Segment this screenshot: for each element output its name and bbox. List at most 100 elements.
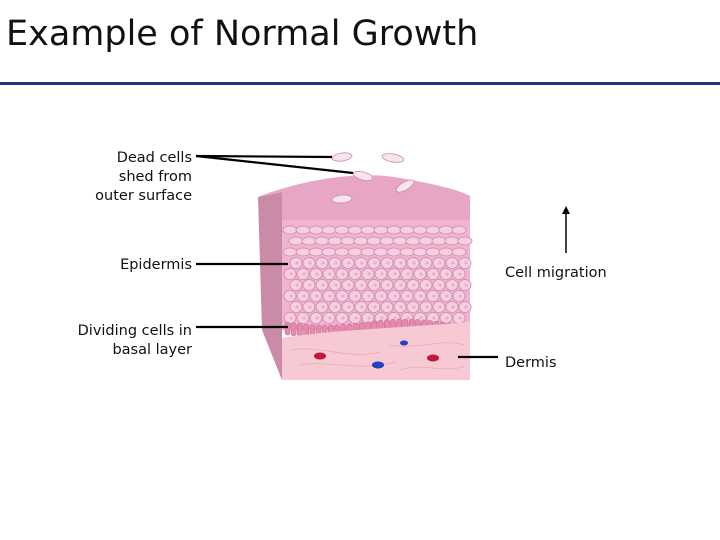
cell-nucleus <box>451 261 455 265</box>
cell-nucleus <box>295 261 299 265</box>
cell-nucleus <box>360 283 364 287</box>
leader-line-dead-cells <box>195 154 333 159</box>
cell-nucleus <box>458 272 462 276</box>
label-dividing-cells: Dividing cells in basal layer <box>77 323 192 358</box>
epidermal-cell <box>399 225 415 235</box>
cell-nucleus <box>425 305 429 309</box>
cell-nucleus <box>367 272 371 276</box>
cell-nucleus <box>360 261 364 265</box>
epidermal-cell <box>373 225 389 235</box>
cell-nucleus <box>308 283 312 287</box>
blue-blood-cell <box>372 361 384 369</box>
cell-nucleus <box>464 283 468 287</box>
epidermal-cell <box>308 247 324 257</box>
cell-nucleus <box>451 283 455 287</box>
cell-nucleus <box>373 283 377 287</box>
cell-nucleus <box>295 283 299 287</box>
cell-nucleus <box>373 305 377 309</box>
cell-nucleus <box>393 316 397 320</box>
cell-nucleus <box>386 283 390 287</box>
cell-nucleus <box>419 316 423 320</box>
cell-nucleus <box>380 294 384 298</box>
cell-nucleus <box>373 261 377 265</box>
cell-nucleus <box>367 294 371 298</box>
cell-nucleus <box>295 305 299 309</box>
cell-nucleus <box>321 283 325 287</box>
epidermal-cell <box>431 236 447 246</box>
epidermal-cell <box>373 247 389 257</box>
basal-cell <box>297 323 303 337</box>
epidermal-cell <box>451 225 467 235</box>
epidermal-cell <box>347 247 363 257</box>
epidermal-cell <box>425 225 441 235</box>
epidermal-cell <box>295 247 311 257</box>
cell-nucleus <box>308 305 312 309</box>
cell-nucleus <box>302 272 306 276</box>
cell-nucleus <box>289 316 293 320</box>
cell-nucleus <box>419 294 423 298</box>
epidermal-cell <box>314 236 330 246</box>
shed-dead-cells <box>331 152 415 204</box>
cell-nucleus <box>367 316 371 320</box>
epidermal-cell <box>399 247 415 257</box>
cell-nucleus <box>328 294 332 298</box>
epidermal-cell <box>282 247 298 257</box>
epidermal-cell <box>438 247 454 257</box>
epidermal-cell <box>457 236 473 246</box>
cell-nucleus <box>341 294 345 298</box>
cell-nucleus <box>347 283 351 287</box>
epidermal-cell <box>347 225 363 235</box>
dermis-fibers <box>289 342 466 371</box>
tissue-side-face <box>258 192 282 380</box>
cell-nucleus <box>432 272 436 276</box>
blue-blood-cell <box>400 340 408 346</box>
cell-nucleus <box>315 272 319 276</box>
cell-nucleus <box>308 261 312 265</box>
cell-nucleus <box>328 272 332 276</box>
cell-nucleus <box>380 316 384 320</box>
cell-nucleus <box>438 261 442 265</box>
cell-nucleus <box>321 261 325 265</box>
epidermal-cell <box>379 236 395 246</box>
label-dermis: Dermis <box>505 355 557 371</box>
cell-nucleus <box>445 294 449 298</box>
dermis-layer <box>282 322 470 380</box>
cell-nucleus <box>386 305 390 309</box>
cell-nucleus <box>341 272 345 276</box>
cell-nucleus <box>425 283 429 287</box>
epidermal-cell <box>295 225 311 235</box>
cell-nucleus <box>412 283 416 287</box>
cell-nucleus <box>445 316 449 320</box>
cell-nucleus <box>315 294 319 298</box>
epidermal-cell <box>282 225 298 235</box>
epidermal-cell <box>386 225 402 235</box>
cell-nucleus <box>334 261 338 265</box>
epidermal-cell <box>334 247 350 257</box>
cell-nucleus <box>315 316 319 320</box>
title-rule <box>0 82 720 85</box>
cell-nucleus <box>419 272 423 276</box>
cell-nucleus <box>354 272 358 276</box>
epidermal-cell <box>425 247 441 257</box>
cell-nucleus <box>302 316 306 320</box>
basal-cell <box>284 321 291 336</box>
cell-nucleus <box>289 294 293 298</box>
cell-nucleus <box>289 272 293 276</box>
cell-nucleus <box>360 305 364 309</box>
epidermal-cell <box>340 236 356 246</box>
epidermal-cell <box>444 236 460 246</box>
cell-nucleus <box>321 305 325 309</box>
cell-nucleus <box>464 261 468 265</box>
epidermal-cell <box>412 225 428 235</box>
epidermal-cell <box>386 247 402 257</box>
cell-nucleus <box>406 272 410 276</box>
epidermal-cell <box>412 247 428 257</box>
cell-nucleus <box>432 294 436 298</box>
epidermal-cell <box>405 236 421 246</box>
epidermal-cell <box>438 225 454 235</box>
cell-nucleus <box>399 283 403 287</box>
cell-nucleus <box>406 294 410 298</box>
cell-nucleus <box>425 261 429 265</box>
cell-nucleus <box>399 261 403 265</box>
